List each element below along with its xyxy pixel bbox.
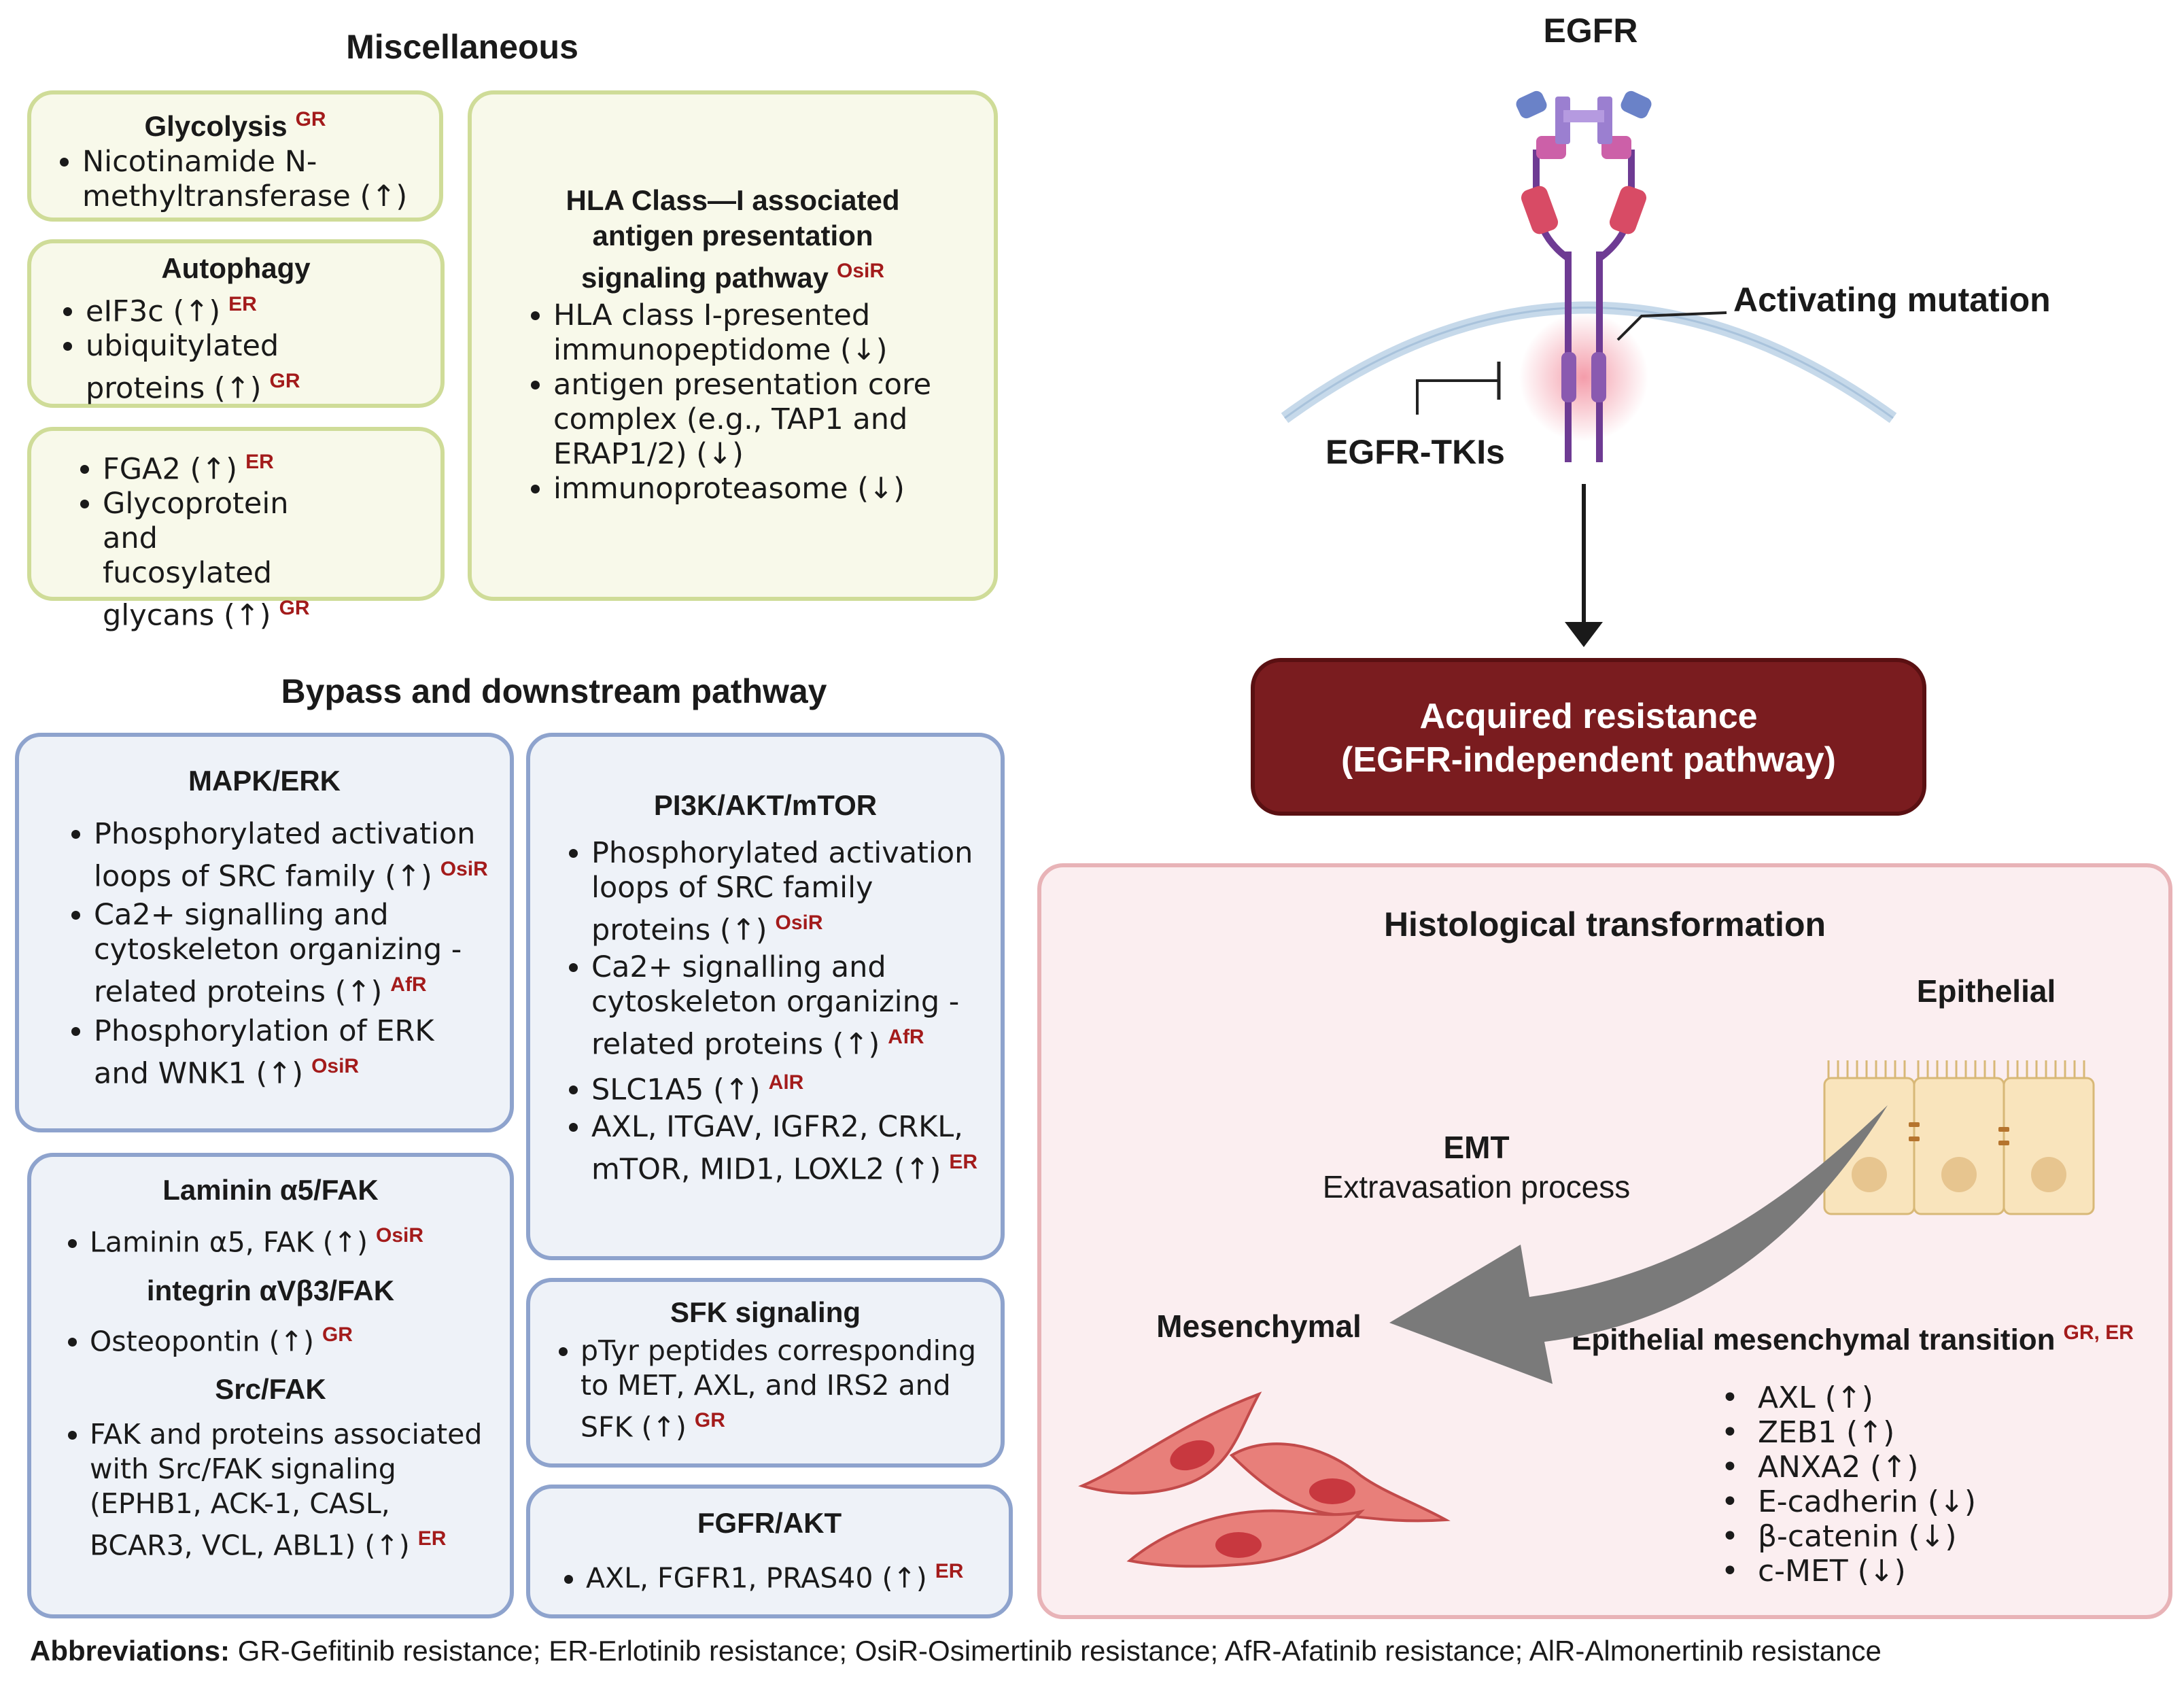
histo-title: Histological transformation [1383,905,1826,943]
emt-marker: • ZEB1 (↑) [1721,1415,1895,1450]
egfr-title: EGFR [1543,12,1638,50]
egfr-receptor-diagram [1281,90,1897,647]
activating-mutation-label: Activating mutation [1733,281,2051,319]
hla-item: antigen presentation core complex (e.g.,… [553,368,933,472]
resistance-line1: Acquired resistance [1419,697,1758,736]
integrin-item: Osteopontin (↑)GR [90,1317,499,1359]
fga-item: Glycoprotein and fucosylated glycans (↑)… [103,487,427,633]
extravasation-label: Extravasation process [1322,1169,1631,1204]
abbreviations-label: Abbreviations: [30,1635,230,1667]
glycolysis-item: Nicotinamide N-methyltransferase (↑) [82,145,426,214]
emt-curved-arrow [1389,1105,1888,1384]
hla-item: HLA class I-presented immunopeptidome (↓… [553,298,933,368]
mapk-item: Phosphorylation of ERK and WNK1 (↑)OsiR [94,1014,496,1091]
fga-box: FGA2 (↑)ER Glycoprotein and fucosylated … [27,427,445,633]
fga-item: FGA2 (↑)ER [103,445,427,487]
sfk-item: pTyr peptides corresponding to MET, AXL,… [580,1334,983,1445]
emt-marker: • E-cadherin (↓) [1721,1485,1977,1519]
fgfr-item: AXL, FGFR1, PRAS40 (↑)ER [586,1554,998,1596]
resistance-line2: (EGFR-independent pathway) [1341,740,1836,780]
pi3k-box: PI3K/AKT/mTOR Phosphorylated activation … [526,733,1005,1260]
src-item: FAK and proteins associated with Src/FAK… [90,1417,492,1563]
hla-title: HLA Class—I associated antigen presentat… [566,184,900,294]
fgfr-box: FGFR/AKT AXL, FGFR1, PRAS40 (↑)ER [526,1485,1013,1618]
emt-label: EMT [1443,1130,1510,1165]
emt-marker: • β-catenin (↓) [1721,1519,1957,1554]
laminin-item: Laminin α5, FAK (↑)OsiR [90,1218,499,1260]
sfk-box: SFK signaling pTyr peptides correspondin… [526,1278,1005,1468]
mutation-pointer [1616,311,1727,341]
epithelial-label: Epithelial [1916,973,2056,1009]
epithelial-cells-illustration [1823,1060,2095,1215]
pi3k-item: Phosphorylated activation loops of SRC f… [591,836,990,948]
emt-marker: • AXL (↑) [1721,1381,1873,1415]
emt-marker: • c-MET (↓) [1721,1554,1906,1589]
pi3k-item: Ca2+ signalling and cytoskeleton organiz… [591,950,990,1062]
laminin-title: Laminin α5/FAK [162,1174,379,1206]
mapk-item: Phosphorylated activation loops of SRC f… [94,817,496,894]
emt-marker: • ANXA2 (↑) [1721,1450,1919,1485]
mutation-glow [1519,313,1648,442]
acquired-resistance-box: Acquired resistance (EGFR-independent pa… [1251,658,1926,816]
misc-section-title: Miscellaneous [346,28,578,66]
fak-box: Laminin α5/FAK Laminin α5, FAK (↑)OsiR i… [27,1153,514,1618]
bypass-section-title: Bypass and downstream pathway [281,672,827,710]
abbreviations-text: GR-Gefitinib resistance; ER-Erlotinib re… [237,1635,1882,1667]
autophagy-box: Autophagy eIF3c (↑)ER ubiquitylated prot… [27,239,445,408]
hla-item: immunoproteasome (↓) [553,472,933,506]
mesenchymal-cells-illustration [1078,1391,1451,1568]
hla-box: HLA Class—I associated antigen presentat… [468,90,998,601]
integrin-title: integrin αVβ3/FAK [146,1274,395,1306]
autophagy-item: ubiquitylated proteins (↑)GR [86,329,427,406]
abbreviations-line: Abbreviations: GR-Gefitinib resistance; … [30,1635,1882,1667]
pi3k-item: SLC1A5 (↑)AlR [591,1065,990,1107]
fgfr-title: FGFR/AKT [697,1507,842,1539]
mapk-box: MAPK/ERK Phosphorylated activation loops… [15,733,514,1132]
mapk-title: MAPK/ERK [188,765,341,797]
egfr-tkis-label: EGFR-TKIs [1325,433,1505,471]
emt-marker-list: • AXL (↑) • ZEB1 (↑) • ANXA2 (↑) • E-cad… [1721,1381,1976,1589]
histological-box: Histological transformation Epithelial E… [1037,863,2172,1619]
tki-inhibitor-line [1416,379,1499,415]
pi3k-item: AXL, ITGAV, IGFR2, CRKL, mTOR, MID1, LOX… [591,1110,990,1187]
pi3k-title: PI3K/AKT/mTOR [653,789,878,821]
src-title: Src/FAK [215,1373,326,1406]
mesenchymal-label: Mesenchymal [1156,1308,1362,1344]
autophagy-title: Autophagy [161,252,311,284]
sfk-title: SFK signaling [670,1296,861,1328]
autophagy-item: eIF3c (↑)ER [86,287,427,329]
mapk-item: Ca2+ signalling and cytoskeleton organiz… [94,898,496,1009]
